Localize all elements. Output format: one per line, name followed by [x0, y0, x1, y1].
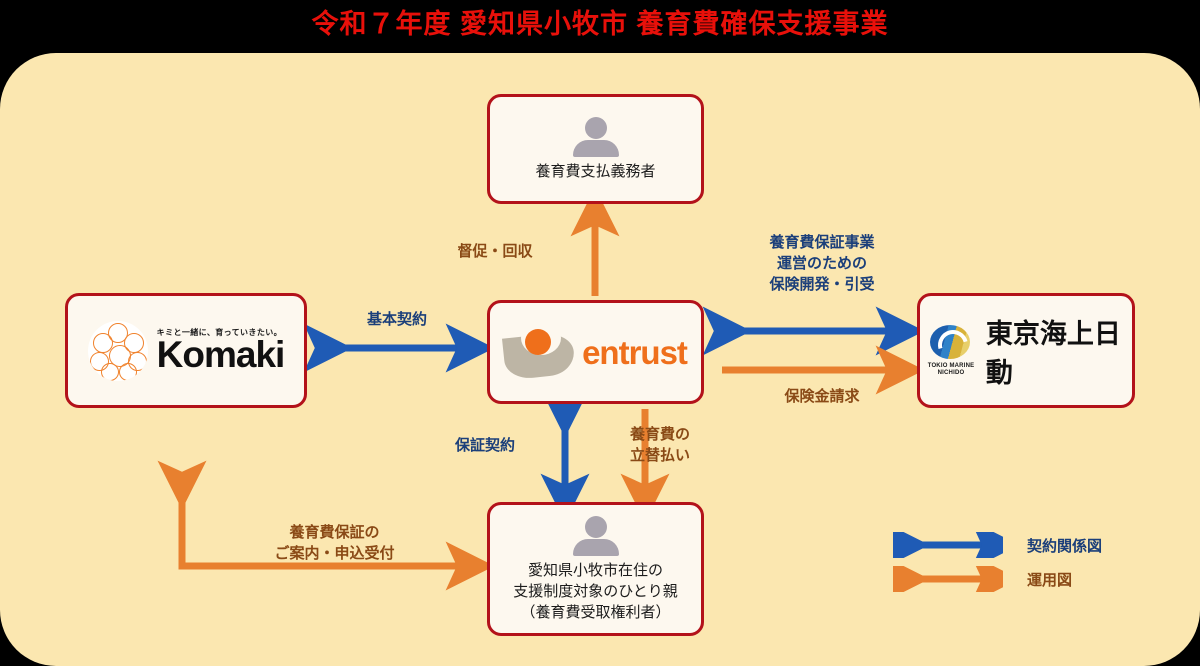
- label-advance-payment: 養育費の 立替払い: [630, 424, 740, 466]
- person-icon: [569, 116, 623, 157]
- node-obligor[interactable]: 養育費支払義務者: [487, 94, 704, 204]
- entrust-mark-icon: [502, 321, 577, 381]
- node-single-parent-line3: （養育費受取権利者）: [520, 603, 671, 621]
- legend-orange-arrow-icon: [893, 566, 1003, 592]
- page-title: 令和７年度 愛知県小牧市 養育費確保支援事業: [311, 9, 889, 39]
- node-single-parent[interactable]: 愛知県小牧市在住の 支援制度対象のひとり親 （養育費受取権利者）: [487, 502, 704, 636]
- komaki-logo: キミと一緒に、育っていきたい。 Komaki: [87, 320, 286, 381]
- node-obligor-label: 養育費支払義務者: [535, 162, 656, 180]
- node-single-parent-line2: 支援制度対象のひとり親: [513, 582, 678, 600]
- label-advance-payment-line1: 養育費の: [630, 426, 691, 443]
- tokio-marine-mark-icon: TOKIO MARINE NICHIDO: [920, 324, 976, 377]
- arrow-guidance-application: [157, 460, 495, 591]
- label-guidance-application-line1: 養育費保証の: [289, 524, 380, 541]
- label-guarantee-contract: 保証契約: [454, 437, 515, 454]
- entrust-logo: entrust: [502, 321, 688, 381]
- tokio-marine-sub-line2: NICHIDO: [937, 369, 965, 376]
- legend: 契約関係図 運用図: [893, 528, 1163, 596]
- label-advance-payment-line2: 立替払い: [630, 447, 691, 464]
- komaki-wordmark: Komaki: [156, 334, 286, 375]
- legend-item-contract-label: 契約関係図: [1027, 537, 1103, 555]
- tokio-marine-logo: TOKIO MARINE NICHIDO 東京海上日動: [920, 312, 1132, 390]
- node-entrust[interactable]: entrust: [487, 300, 704, 404]
- legend-item-operation: 運用図: [893, 562, 1163, 596]
- komaki-tagline: キミと一緒に、育っていきたい。: [156, 328, 283, 337]
- label-guidance-application-line2: ご案内・申込受付: [274, 545, 395, 562]
- node-single-parent-label: 愛知県小牧市在住の 支援制度対象のひとり親 （養育費受取権利者）: [513, 560, 678, 623]
- label-insurance-development-line1: 養育費保証事業: [769, 234, 875, 251]
- komaki-mark-icon: [87, 320, 148, 381]
- tokio-marine-sub-line1: TOKIO MARINE: [927, 362, 975, 369]
- node-single-parent-line1: 愛知県小牧市在住の: [527, 561, 663, 579]
- label-insurance-development: 養育費保証事業 運営のための 保険開発・引受: [722, 232, 922, 295]
- legend-item-operation-label: 運用図: [1027, 571, 1073, 589]
- legend-blue-arrow-icon: [893, 532, 1003, 558]
- label-insurance-development-line3: 保険開発・引受: [769, 276, 875, 293]
- label-insurance-development-line2: 運営のための: [776, 255, 867, 272]
- node-komaki[interactable]: キミと一緒に、育っていきたい。 Komaki: [65, 293, 307, 408]
- label-guidance-application: 養育費保証の ご案内・申込受付: [222, 522, 447, 564]
- tokio-marine-sub: TOKIO MARINE NICHIDO: [920, 363, 982, 377]
- entrust-wordmark: entrust: [582, 333, 688, 371]
- komaki-text: キミと一緒に、育っていきたい。 Komaki: [156, 327, 286, 375]
- label-obligor-collect: 督促・回収: [457, 243, 533, 260]
- tokio-marine-wordmark: 東京海上日動: [985, 318, 1121, 388]
- legend-item-contract: 契約関係図: [893, 528, 1163, 562]
- label-basic-contract: 基本契約: [366, 311, 427, 328]
- label-insurance-claim: 保険金請求: [784, 388, 860, 405]
- person-icon: [569, 515, 623, 556]
- arrow-layer: [157, 187, 925, 591]
- node-tokio-marine[interactable]: TOKIO MARINE NICHIDO 東京海上日動: [917, 293, 1135, 408]
